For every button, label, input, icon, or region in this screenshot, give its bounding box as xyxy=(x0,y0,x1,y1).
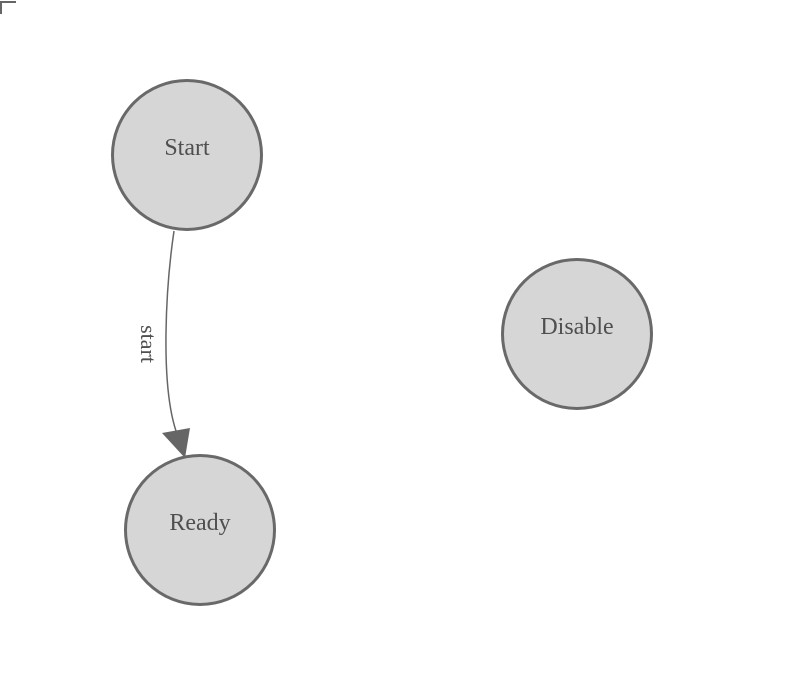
transition-label: start xyxy=(136,325,161,363)
state-circle xyxy=(501,258,653,410)
transition-edge xyxy=(165,230,177,432)
state-node-ready[interactable]: Ready xyxy=(124,454,276,606)
arrowhead-icon xyxy=(162,428,190,458)
state-label: Start xyxy=(164,135,210,161)
paper-corner-mark xyxy=(0,1,16,14)
state-label: Disable xyxy=(540,314,613,340)
state-circle xyxy=(124,454,276,606)
state-node-disable[interactable]: Disable xyxy=(501,258,653,410)
state-circle xyxy=(111,79,263,231)
transition-start-to-ready[interactable]: start xyxy=(136,230,190,458)
state-label: Ready xyxy=(169,510,230,536)
state-node-start[interactable]: Start xyxy=(111,79,263,231)
